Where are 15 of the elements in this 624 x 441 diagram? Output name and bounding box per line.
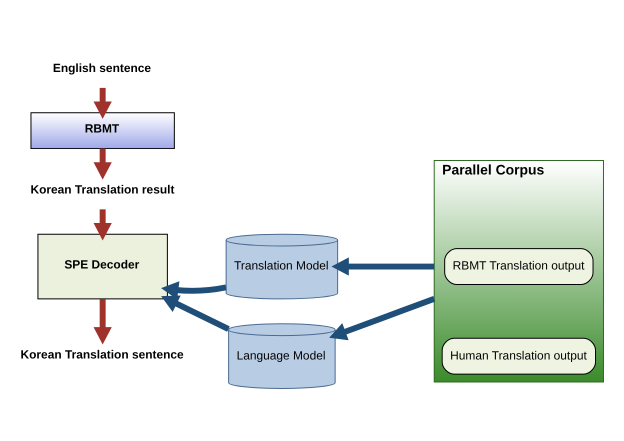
- node-text: Korean Translation sentence: [20, 346, 184, 361]
- arrow: [94, 87, 112, 118]
- arrow: [331, 256, 434, 276]
- arrow: [94, 148, 112, 180]
- node-box: RBMT Translation output: [444, 248, 594, 284]
- node-text: Korean Translation result: [30, 182, 174, 196]
- node-box: Human Translation output: [442, 337, 596, 374]
- arrow: [161, 280, 227, 299]
- node-text: English sentence: [52, 60, 152, 74]
- arrow: [94, 208, 112, 240]
- arrow: [94, 298, 112, 344]
- node-box: RBMT: [30, 112, 175, 149]
- node-box: SPE Decoder: [37, 233, 168, 299]
- arrow: [161, 295, 230, 332]
- arrow: [329, 296, 436, 340]
